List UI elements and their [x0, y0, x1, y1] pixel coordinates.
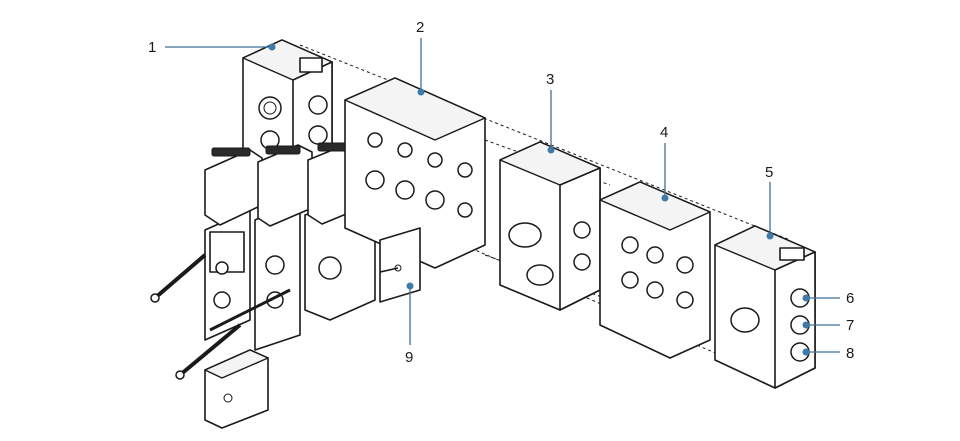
callout-8-label: 8 [846, 345, 854, 362]
blanking-plate [379, 227, 421, 303]
callout-1-label: 1 [148, 39, 156, 56]
callout-4: 4 [660, 124, 669, 202]
callout-7: 7 [802, 317, 854, 334]
callout-6-label: 6 [846, 290, 854, 307]
intermediate-plate [499, 141, 601, 311]
callout-2: 2 [416, 19, 425, 96]
solenoid-valve-2 [254, 144, 313, 351]
callout-7-label: 7 [846, 317, 854, 334]
callout-8: 8 [802, 345, 854, 362]
callout-6: 6 [802, 290, 854, 307]
solenoid-valve-1 [204, 147, 263, 341]
callout-4-label: 4 [660, 124, 668, 141]
callout-3: 3 [546, 71, 555, 154]
callout-2-label: 2 [416, 19, 424, 36]
supply-module [599, 181, 711, 359]
sub-base-module [344, 77, 486, 269]
solenoid-coil-detached [204, 349, 269, 429]
callout-5: 5 [765, 164, 774, 240]
callout-1: 1 [148, 39, 276, 56]
right-end-plate [714, 225, 816, 389]
callout-5-label: 5 [765, 164, 773, 181]
callout-9-label: 9 [405, 349, 413, 366]
callout-3-label: 3 [546, 71, 554, 88]
mounting-screws [150, 253, 291, 380]
callout-9: 9 [405, 282, 414, 366]
